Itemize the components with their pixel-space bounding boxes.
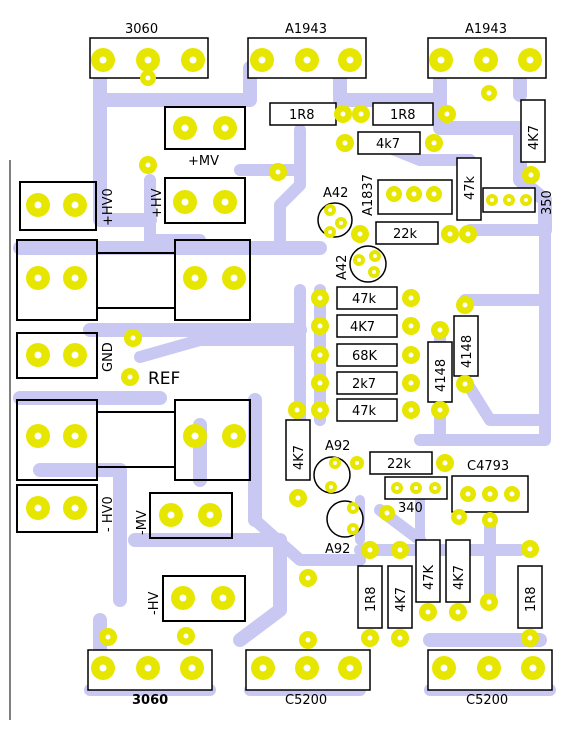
svg-text:1R8: 1R8 xyxy=(524,586,539,612)
svg-text:4K7: 4K7 xyxy=(527,125,542,150)
resistor-stack: 47k 4K7 68K 2k7 47k xyxy=(288,286,420,422)
resistor-22k-bottom: 22k xyxy=(369,451,454,475)
transistor-top-right: A1943 xyxy=(427,22,547,79)
svg-text:1R8: 1R8 xyxy=(289,108,315,123)
resistor-1r8-bottom-a: 1R8 xyxy=(357,565,383,647)
svg-text:22k: 22k xyxy=(387,457,412,472)
terminal-label: +MV xyxy=(188,154,219,169)
svg-text:GND: GND xyxy=(101,342,116,372)
svg-text:4K7: 4K7 xyxy=(350,320,375,335)
terminal-hv-pos: +HV xyxy=(150,177,246,224)
svg-text:4K7: 4K7 xyxy=(452,565,467,590)
svg-text:A42: A42 xyxy=(335,255,350,280)
part-label: A1943 xyxy=(465,22,507,37)
svg-text:4K7: 4K7 xyxy=(394,587,409,612)
svg-text:4K7: 4K7 xyxy=(292,445,307,470)
diode-4148-a: 4148 xyxy=(427,321,453,419)
rectifier-block-bottom xyxy=(16,399,251,481)
resistor-1r8-a: 1R8 xyxy=(269,102,370,126)
resistor-47k-bottom: 47K xyxy=(415,539,441,621)
terminal-hv0-pos: +HV0 xyxy=(19,181,116,231)
svg-text:-MV: -MV xyxy=(135,510,150,535)
svg-text:47k: 47k xyxy=(463,175,478,200)
part-label: 3060 xyxy=(125,22,158,37)
svg-text:C5200: C5200 xyxy=(466,693,508,708)
svg-text:4148: 4148 xyxy=(434,359,449,392)
part-label: A1943 xyxy=(285,22,327,37)
resistor-47k-1: 47k xyxy=(311,286,420,310)
svg-text:22k: 22k xyxy=(393,227,418,242)
svg-text:A1837: A1837 xyxy=(361,174,376,216)
svg-text:68K: 68K xyxy=(352,349,378,364)
svg-text:- HV0: - HV0 xyxy=(101,496,116,532)
svg-text:350: 350 xyxy=(540,190,555,215)
trimmer-340: 340 xyxy=(379,476,448,521)
terminal-hv0-neg: - HV0 xyxy=(16,484,116,533)
diode-4148-b: 4148 xyxy=(453,296,479,393)
resistor-4k7-left-vertical: 4K7 xyxy=(285,419,311,507)
terminal-gnd: GND xyxy=(16,329,142,379)
resistor-4k7-right-vertical: 4K7 xyxy=(520,99,546,184)
resistor-4k7-bottom-b: 4K7 xyxy=(445,539,471,621)
bottom-resistor-row: 1R8 4K7 47K 4K7 1R8 xyxy=(299,539,543,647)
resistor-4k7-1: 4K7 xyxy=(311,314,420,338)
transistor-top-mid: A1943 xyxy=(247,22,367,79)
resistor-1r8-bottom-b: 1R8 xyxy=(517,565,543,647)
resistor-22k-top: 22k xyxy=(351,221,477,245)
svg-text:3060: 3060 xyxy=(132,693,168,708)
resistor-68k: 68K xyxy=(311,343,420,367)
terminal-mv-pos: +MV xyxy=(164,106,246,169)
svg-text:47k: 47k xyxy=(352,404,377,419)
transistor-a92-top: A92 xyxy=(313,439,364,494)
svg-text:1R8: 1R8 xyxy=(364,586,379,612)
svg-text:A92: A92 xyxy=(325,542,350,557)
svg-text:REF: REF xyxy=(148,369,180,389)
svg-text:4148: 4148 xyxy=(460,335,475,368)
svg-text:2k7: 2k7 xyxy=(352,377,376,392)
terminal-ref: REF xyxy=(121,368,180,389)
transistor-c4793: C4793 xyxy=(451,459,529,528)
svg-text:+HV: +HV xyxy=(150,188,165,218)
svg-text:A42: A42 xyxy=(323,186,348,201)
transistor-bottom-left: 3060 xyxy=(87,649,213,708)
resistor-47k-2: 47k xyxy=(288,398,420,422)
transistor-bottom-right: C5200 xyxy=(427,649,553,708)
svg-text:-HV: -HV xyxy=(147,592,162,615)
svg-text:1R8: 1R8 xyxy=(390,108,416,123)
terminal-mv-neg: -MV xyxy=(135,492,233,539)
transistor-top-left: 3060 xyxy=(89,22,209,79)
transistor-a92-bottom: A92 xyxy=(325,500,364,557)
resistor-4k7-top: 4k7 xyxy=(336,131,443,155)
svg-text:C4793: C4793 xyxy=(467,459,509,474)
resistor-47k-vertical: 47k xyxy=(456,157,482,221)
transistor-a42-top: A42 xyxy=(317,186,353,238)
svg-text:4k7: 4k7 xyxy=(376,137,400,152)
transistor-a42-mid: A42 xyxy=(335,245,387,283)
svg-text:47k: 47k xyxy=(352,292,377,307)
terminal-hv-neg: -HV xyxy=(147,575,246,622)
resistor-2k7: 2k7 xyxy=(311,371,420,395)
trimmer-350: 350 xyxy=(482,187,555,215)
rectifier-block-top xyxy=(16,239,251,321)
vias-top xyxy=(139,70,497,181)
svg-text:+HV0: +HV0 xyxy=(101,188,116,226)
resistor-1r8-b: 1R8 xyxy=(372,102,456,126)
vias-bottom xyxy=(99,627,317,649)
svg-text:47K: 47K xyxy=(422,564,437,590)
svg-text:A92: A92 xyxy=(325,439,350,454)
transistor-a1837: A1837 xyxy=(361,174,453,216)
svg-text:C5200: C5200 xyxy=(285,693,327,708)
transistor-bottom-mid: C5200 xyxy=(245,649,371,708)
svg-text:340: 340 xyxy=(398,501,423,516)
resistor-4k7-bottom-a: 4K7 xyxy=(387,565,413,647)
